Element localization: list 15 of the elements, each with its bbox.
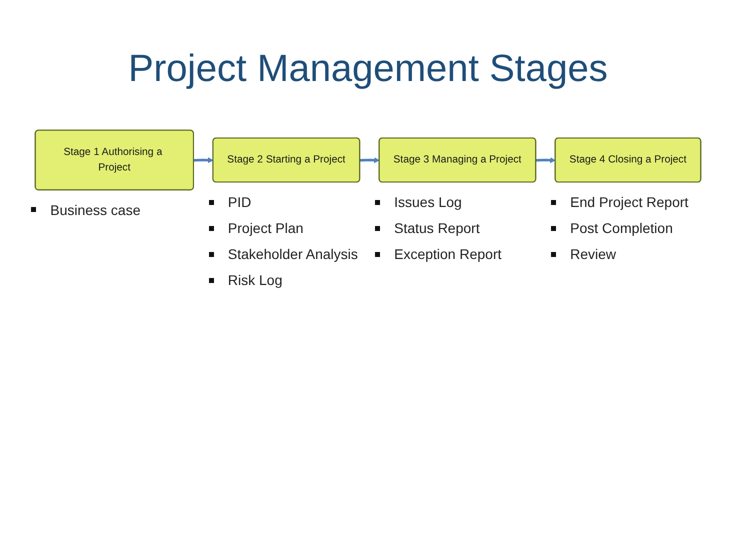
bullet-item: Risk Log xyxy=(228,272,282,288)
bullet-item: Issues Log xyxy=(394,194,462,210)
arrow xyxy=(536,157,556,164)
bullet-item: End Project Report xyxy=(570,194,688,210)
bullet-item: Stakeholder Analysis xyxy=(228,246,358,262)
bullet-item: Review xyxy=(570,246,616,262)
arrow xyxy=(360,157,380,164)
diagram-title: Project Management Stages xyxy=(127,48,609,91)
bullet-item: Exception Report xyxy=(394,246,502,262)
bullet-item: Status Report xyxy=(394,220,480,236)
arrow xyxy=(194,157,214,164)
bullet-item: Business case xyxy=(50,202,141,218)
bullet-item: PID xyxy=(228,194,252,210)
bullet-item: Project Plan xyxy=(228,220,304,236)
bullet-item: Post Completion xyxy=(570,220,673,236)
